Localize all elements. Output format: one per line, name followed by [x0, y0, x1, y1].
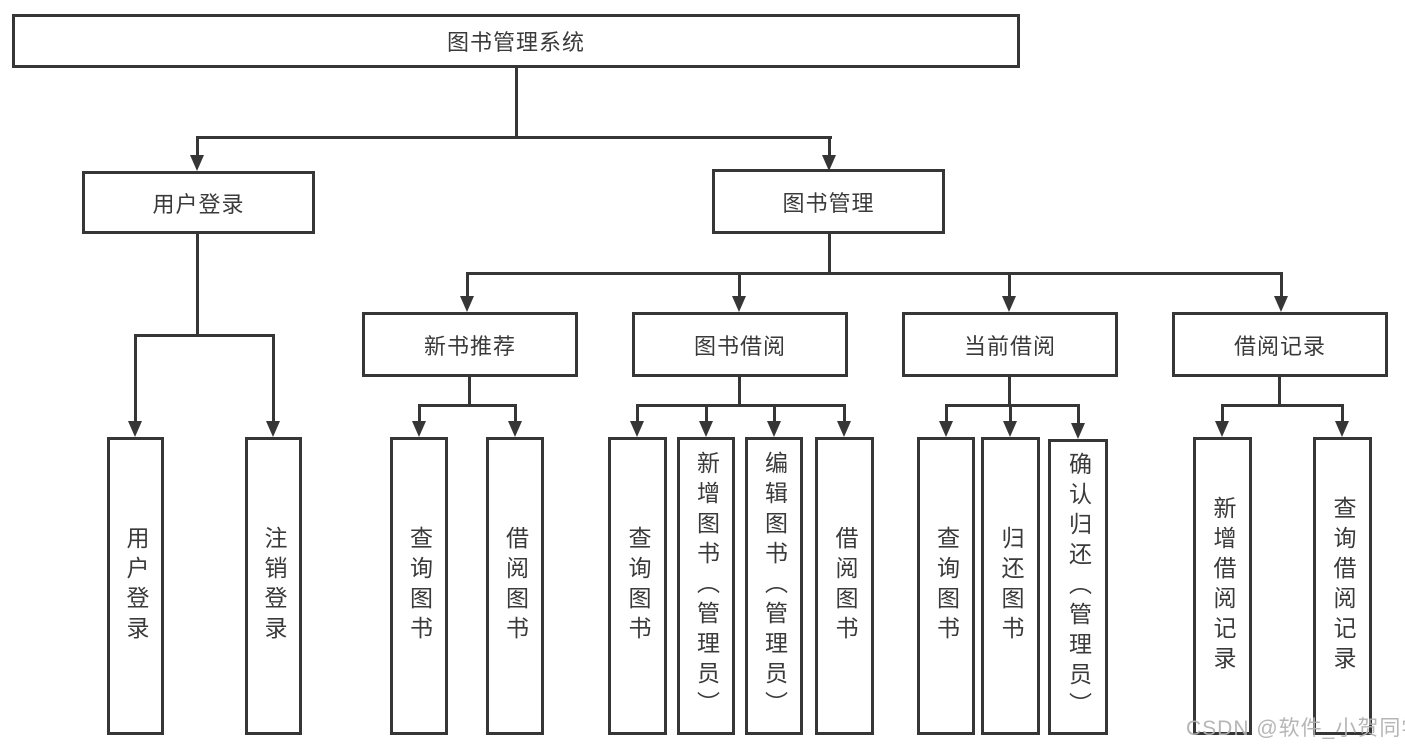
leaf-borrow-borrow-book: 借阅图书: [815, 437, 874, 735]
arrow-down-icon: [190, 155, 204, 171]
arrow-down-icon: [822, 155, 836, 171]
leaf-borrow-borrow-book-label: 借阅图书: [832, 526, 858, 646]
connector-vline: [272, 334, 275, 424]
connector-vline: [1280, 272, 1283, 298]
arrow-down-icon: [1215, 421, 1229, 437]
connector-vline: [196, 234, 199, 337]
connector-vline: [1008, 377, 1011, 407]
connector-vline: [1077, 404, 1080, 424]
node-book-borrowing-label: 图书借阅: [693, 333, 786, 359]
connector-vline: [738, 377, 741, 407]
connector-vline: [468, 377, 471, 407]
leaf-user-login: 用户登录: [107, 437, 164, 735]
connector-hline: [134, 334, 275, 337]
leaf-recommend-borrow-book: 借阅图书: [486, 437, 544, 735]
csdn-watermark: CSDN @软件_小贺同学: [1186, 717, 1405, 740]
node-current-borrowing-label: 当前借阅: [963, 333, 1056, 359]
leaf-current-query-book: 查询图书: [917, 437, 975, 735]
arrow-down-icon: [1335, 421, 1349, 437]
arrow-down-icon: [837, 421, 851, 437]
leaf-recommend-borrow-book-label: 借阅图书: [502, 526, 529, 646]
leaf-add-book-admin-label: 新增图书（管理员）: [693, 451, 720, 721]
connector-vline: [1341, 404, 1344, 424]
node-book-management: 图书管理: [712, 169, 945, 234]
connector-vline: [773, 404, 776, 424]
connector-vline: [1008, 272, 1011, 298]
node-user-login: 用户登录: [82, 171, 315, 234]
connector-vline: [1278, 377, 1281, 407]
connector-vline: [466, 272, 469, 298]
connector-hline: [636, 404, 846, 407]
connector-vline: [705, 404, 708, 424]
leaf-confirm-return-admin: 确认归还（管理员）: [1048, 439, 1108, 735]
node-borrowing-records-label: 借阅记录: [1233, 333, 1326, 359]
arrow-down-icon: [1071, 423, 1085, 439]
leaf-query-borrow-record-label: 查询借阅记录: [1330, 496, 1356, 676]
leaf-edit-book-admin: 编辑图书（管理员）: [745, 437, 803, 735]
connector-vline: [514, 404, 517, 424]
leaf-borrow-query-book: 查询图书: [608, 437, 667, 735]
connector-vline: [945, 404, 948, 424]
arrow-down-icon: [699, 421, 713, 437]
node-new-book-recommend-label: 新书推荐: [423, 333, 516, 359]
connector-hline: [466, 272, 1283, 275]
connector-vline: [738, 272, 741, 298]
node-new-book-recommend: 新书推荐: [362, 312, 578, 377]
leaf-logout: 注销登录: [245, 437, 302, 735]
leaf-recommend-query-book-label: 查询图书: [406, 526, 433, 646]
arrow-down-icon: [412, 421, 426, 437]
connector-vline: [196, 136, 199, 158]
connector-vline: [828, 136, 831, 158]
node-root-library-system: 图书管理系统: [12, 14, 1020, 68]
arrow-down-icon: [508, 421, 522, 437]
arrow-down-icon: [630, 421, 644, 437]
arrow-down-icon: [732, 296, 746, 312]
leaf-edit-book-admin-label: 编辑图书（管理员）: [761, 451, 788, 721]
arrow-down-icon: [1002, 296, 1016, 312]
arrow-down-icon: [266, 421, 280, 437]
connector-hline: [1221, 404, 1344, 407]
leaf-add-borrow-record-label: 新增借阅记录: [1210, 496, 1236, 676]
leaf-borrow-query-book-label: 查询图书: [625, 526, 651, 646]
connector-vline: [134, 334, 137, 424]
leaf-return-book: 归还图书: [981, 437, 1040, 735]
connector-vline: [515, 68, 518, 138]
node-book-borrowing: 图书借阅: [632, 312, 848, 377]
leaf-query-borrow-record: 查询借阅记录: [1313, 437, 1372, 735]
leaf-recommend-query-book: 查询图书: [390, 437, 448, 735]
connector-hline: [945, 404, 1080, 407]
arrow-down-icon: [1003, 421, 1017, 437]
node-current-borrowing: 当前借阅: [902, 312, 1118, 377]
connector-vline: [843, 404, 846, 424]
node-root-label: 图书管理系统: [446, 30, 585, 55]
node-borrowing-records: 借阅记录: [1172, 312, 1388, 377]
arrow-down-icon: [939, 421, 953, 437]
connector-vline: [636, 404, 639, 424]
connector-vline: [1009, 404, 1012, 424]
leaf-logout-label: 注销登录: [261, 526, 287, 646]
leaf-user-login-label: 用户登录: [123, 526, 149, 646]
node-user-login-label: 用户登录: [152, 191, 245, 217]
leaf-confirm-return-admin-label: 确认归还（管理员）: [1065, 452, 1092, 722]
leaf-add-book-admin: 新增图书（管理员）: [677, 437, 735, 735]
connector-vline: [1221, 404, 1224, 424]
arrow-down-icon: [128, 421, 142, 437]
arrow-down-icon: [460, 296, 474, 312]
connector-hline: [418, 404, 517, 407]
leaf-add-borrow-record: 新增借阅记录: [1193, 437, 1252, 735]
arrow-down-icon: [767, 421, 781, 437]
arrow-down-icon: [1274, 296, 1288, 312]
connector-hline: [196, 136, 832, 139]
connector-vline: [418, 404, 421, 424]
node-book-management-label: 图书管理: [782, 190, 875, 216]
connector-vline: [828, 234, 831, 275]
leaf-return-book-label: 归还图书: [998, 526, 1024, 646]
leaf-current-query-book-label: 查询图书: [933, 526, 960, 646]
